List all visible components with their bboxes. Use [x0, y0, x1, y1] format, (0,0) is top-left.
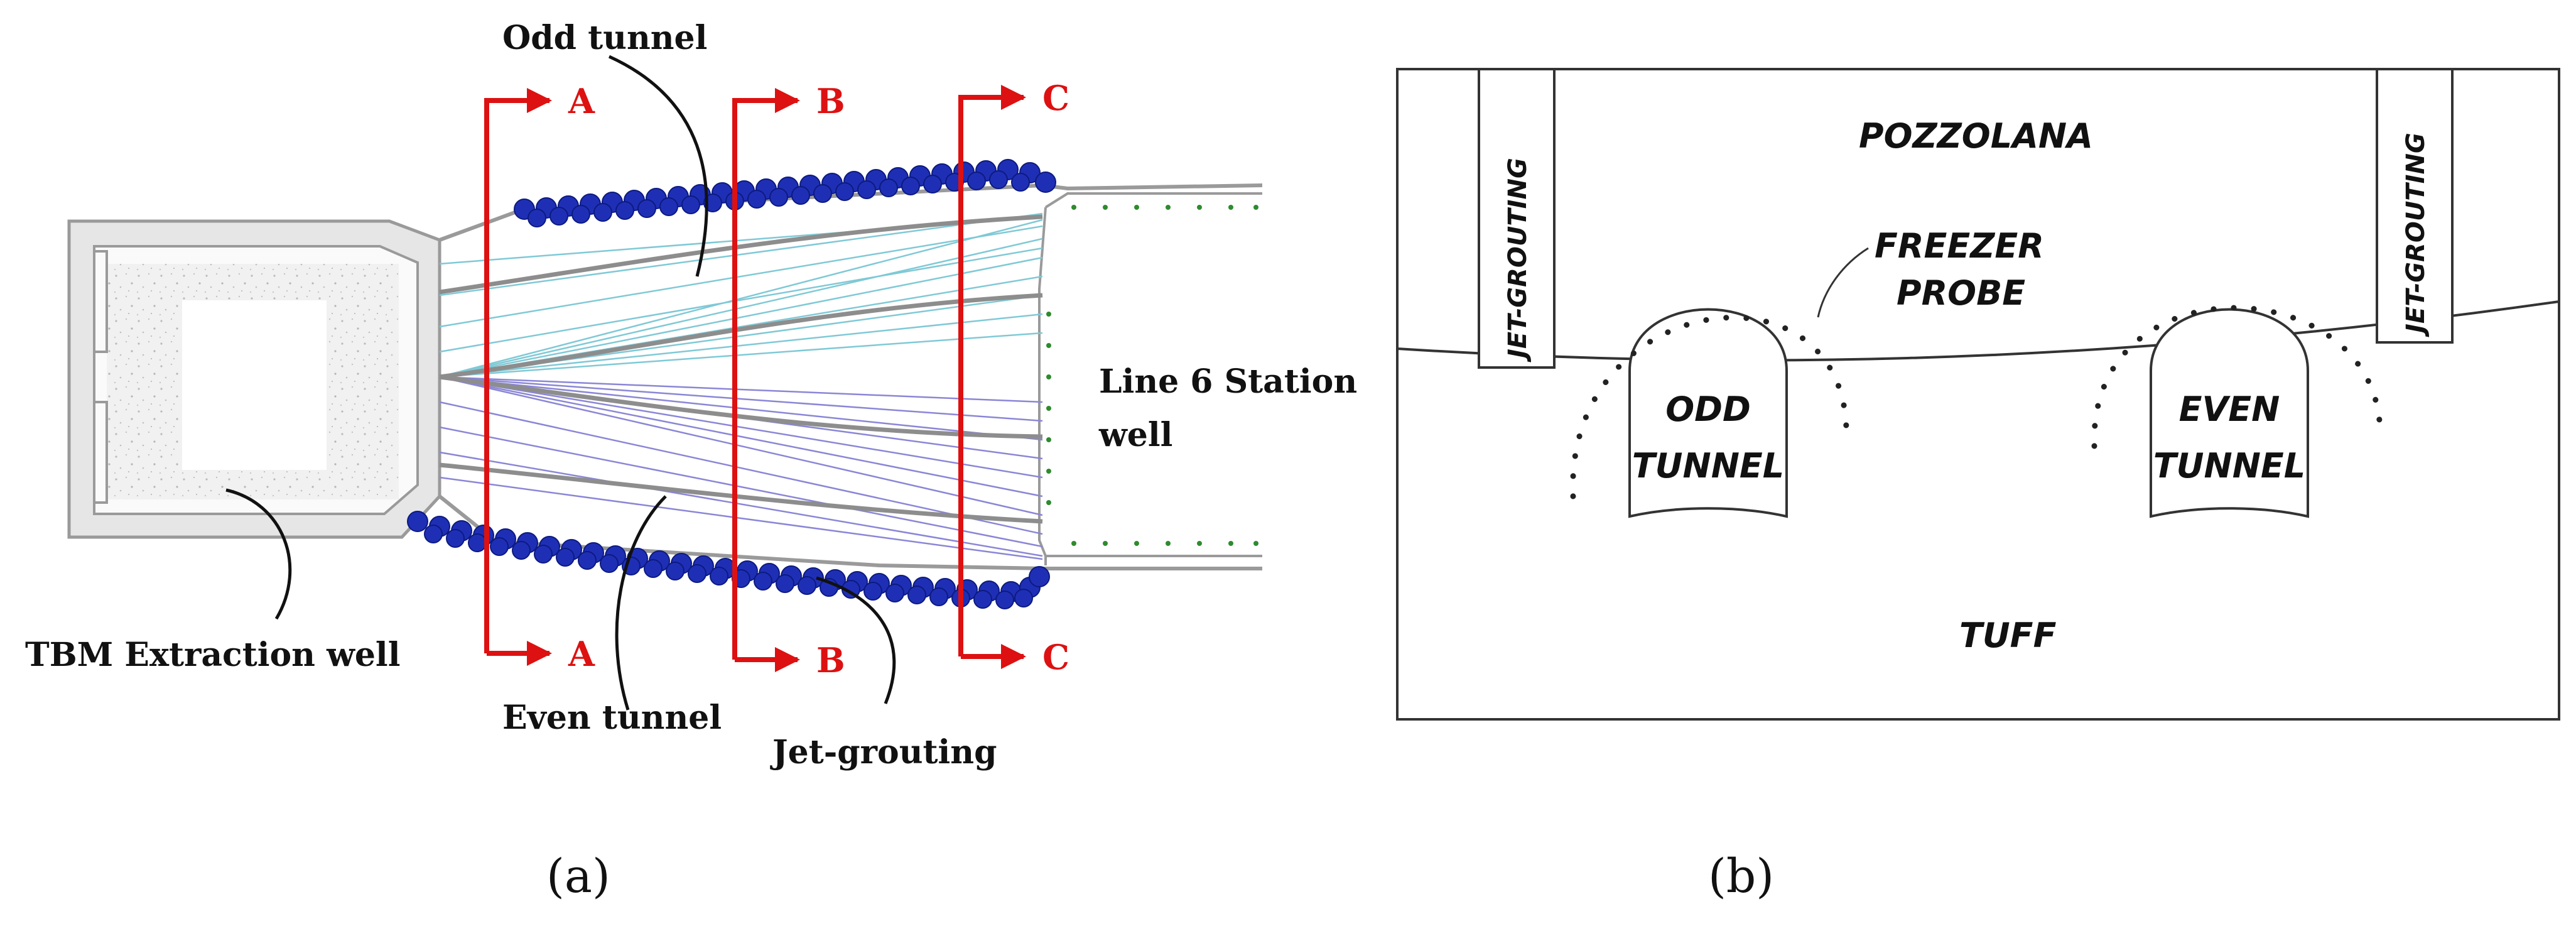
- tuff-label: TUFF: [1959, 616, 2057, 655]
- tbm-extraction-well-label: TBM Extraction well: [25, 636, 400, 674]
- jet-grouting-column-right: [2376, 68, 2454, 344]
- section-label-a-bottom: A: [568, 634, 595, 674]
- freezer-probe-arc-odd: [1570, 314, 1849, 499]
- freezer-probe-label-line2: PROBE: [1897, 273, 2025, 313]
- caption-a: (a): [546, 849, 610, 903]
- odd-tunnel-shape: [1628, 308, 1788, 518]
- pozzolana-label: POZZOLANA: [1859, 116, 2093, 156]
- station-well-label-line2: well: [1098, 416, 1172, 454]
- section-label-b-bottom: B: [816, 640, 845, 680]
- jet-grouting-columns-bottom: [407, 511, 1050, 609]
- even-tunnel-label-line1: EVEN: [2179, 389, 2280, 429]
- odd-tunnel-label: Odd tunnel: [502, 19, 707, 57]
- panel-b-cross-section: JET-GROUTING JET-GROUTING POZZOLANA TUFF…: [1396, 68, 2560, 903]
- even-tunnel-label-line2: TUNNEL: [2153, 446, 2305, 486]
- freezer-probe-label-line1: FREEZER: [1875, 226, 2044, 266]
- jet-grouting-label: Jet-grouting: [770, 733, 997, 771]
- station-well-label-line1: Line 6 Station: [1099, 362, 1357, 401]
- tbm-extraction-well: [67, 219, 441, 539]
- odd-tunnel-walls: [439, 214, 1043, 379]
- leader-lines: [225, 55, 896, 711]
- jet-grouting-columns-top: [514, 159, 1056, 227]
- odd-tunnel-label-line1: ODD: [1665, 389, 1751, 429]
- freezer-probes-even: [439, 376, 1043, 560]
- jet-grouting-label-right: JET-GROUTING: [2401, 133, 2430, 337]
- section-line-b: [732, 88, 800, 672]
- section-label-a-top: A: [568, 81, 595, 121]
- even-tunnel-label: Even tunnel: [502, 699, 722, 737]
- freezer-probe-arc-even: [2091, 305, 2383, 449]
- line6-station-well: [1038, 192, 1262, 565]
- section-label-c-bottom: C: [1042, 637, 1069, 677]
- even-tunnel-shape: [2150, 308, 2309, 518]
- freezer-probes-odd: [439, 212, 1043, 378]
- jet-grouting-column-left: [1478, 68, 1556, 369]
- odd-tunnel-label-line2: TUNNEL: [1632, 446, 1784, 486]
- jet-grouting-label-left: JET-GROUTING: [1503, 158, 1532, 362]
- section-label-b-top: B: [816, 81, 845, 121]
- section-line-a: [484, 88, 552, 666]
- section-label-c-top: C: [1042, 78, 1069, 118]
- caption-b: (b): [1708, 849, 1774, 903]
- section-line-c: [958, 85, 1026, 669]
- section-frame: [1396, 68, 2560, 721]
- freezer-probe-leader: [1817, 247, 1869, 318]
- even-tunnel-walls: [439, 374, 1043, 524]
- panel-a-plan-view: A A B B C C Odd tunnel TBM Extraction we…: [25, 19, 1357, 903]
